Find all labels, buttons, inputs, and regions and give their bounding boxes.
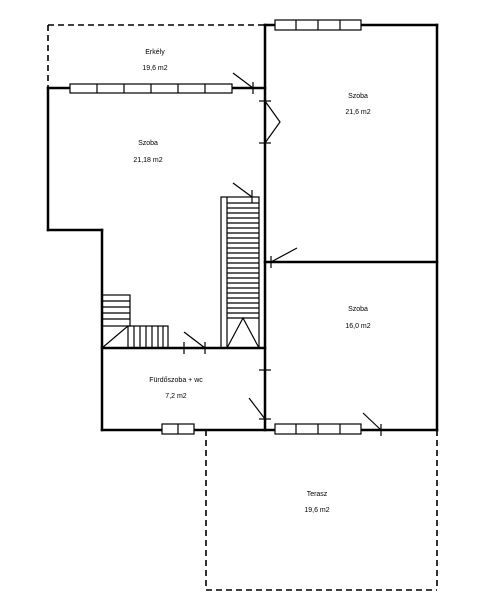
room-szoba-top-right: Szoba 21,6 m2 [345, 93, 370, 116]
window-balcony [69, 83, 233, 94]
door-balcony [232, 72, 254, 94]
balcony-outline [47, 24, 265, 88]
room-name: Szoba [348, 93, 368, 100]
door-left-room-top-right [259, 100, 281, 144]
room-area: 16,0 m2 [345, 323, 370, 330]
staircase-main [220, 196, 260, 349]
room-erkely: Erkély 19,6 m2 [142, 49, 167, 72]
door-hall-mid-right [270, 247, 298, 268]
room-name: Fürdőszoba + wc [149, 377, 203, 384]
staircase-lower [101, 294, 169, 349]
room-name: Szoba [348, 306, 368, 313]
window-bathroom [161, 423, 195, 435]
door-terrace [362, 412, 382, 436]
room-area: 19,6 m2 [142, 65, 167, 72]
room-furdo: Fürdőszoba + wc 7,2 m2 [149, 377, 203, 400]
room-area: 21,6 m2 [345, 109, 370, 116]
door-bathroom-right [248, 369, 271, 420]
room-name: Szoba [138, 140, 158, 147]
room-szoba-left: Szoba 21,18 m2 [133, 140, 162, 164]
room-terasz: Terasz 19,6 m2 [304, 491, 329, 514]
room-name: Terasz [307, 491, 328, 498]
room-szoba-mid-right: Szoba 16,0 m2 [345, 306, 370, 330]
room-name: Erkély [145, 49, 165, 56]
room-area: 7,2 m2 [165, 393, 187, 400]
room-area: 21,18 m2 [133, 157, 162, 164]
door-stair-top [232, 182, 253, 203]
door-bathroom-top [183, 331, 206, 354]
window-terrace [274, 423, 362, 435]
room-area: 19,6 m2 [304, 507, 329, 514]
terrace-outline [205, 430, 438, 591]
window-top-right [274, 19, 362, 31]
